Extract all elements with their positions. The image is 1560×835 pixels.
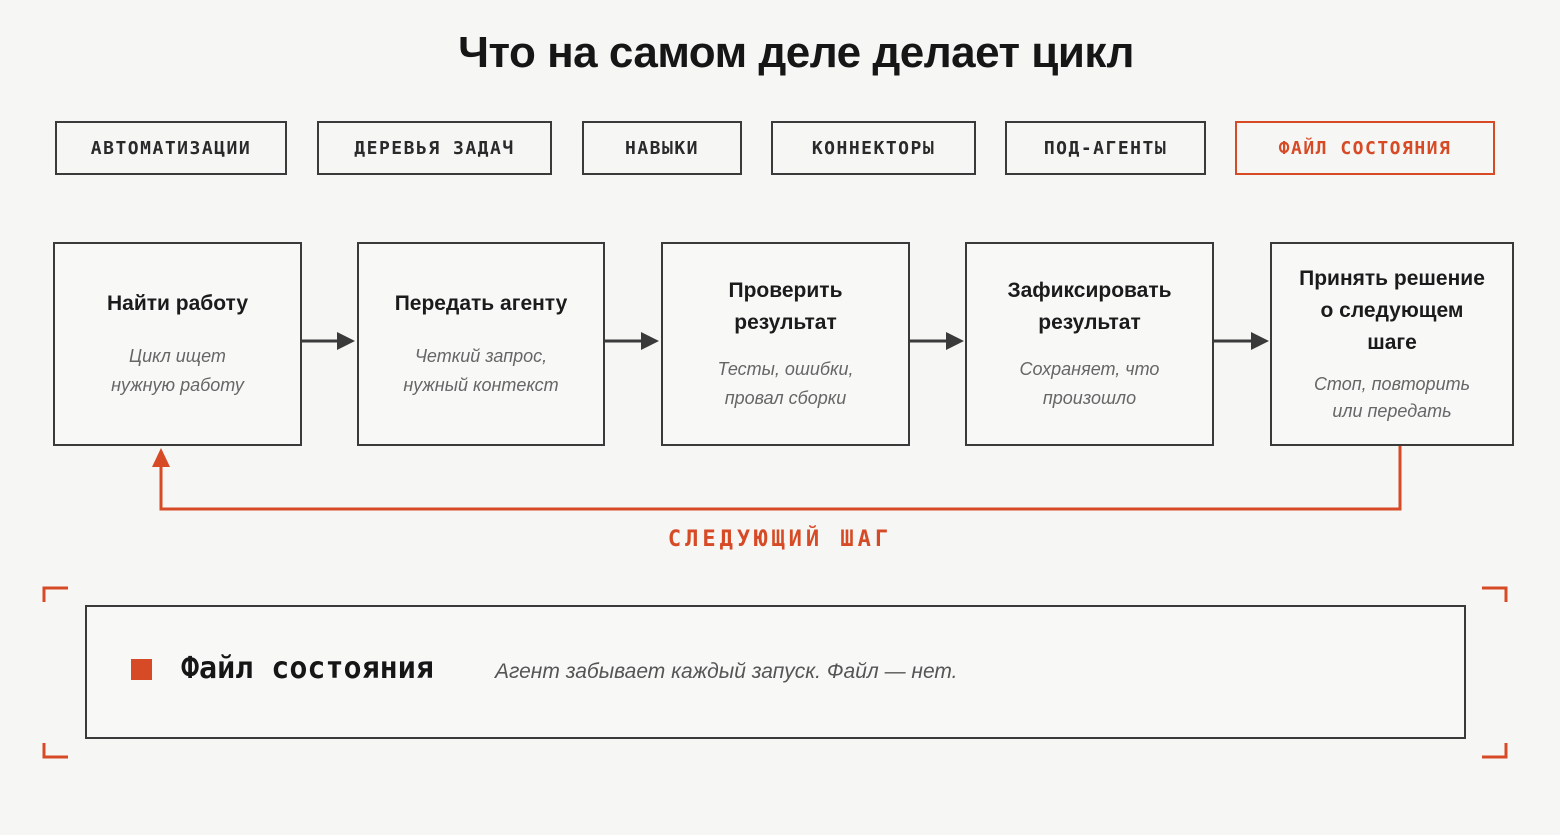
flow-arrow-1 <box>302 332 355 350</box>
step-decide-next: Принять решение о следующем шаге Стоп, п… <box>1270 242 1514 446</box>
tag-skills[interactable]: НАВЫКИ <box>582 121 742 175</box>
tag-task-trees[interactable]: ДЕРЕВЬЯ ЗАДАЧ <box>317 121 552 175</box>
step-description: Стоп, повторить или передать <box>1313 374 1471 421</box>
step-title: Найти работу <box>106 292 249 315</box>
state-file-panel: Файл состояния Агент забывает каждый зап… <box>85 605 1466 739</box>
state-square-icon <box>131 659 152 680</box>
loop-label: СЛЕДУЮЩИЙ ШАГ <box>667 527 893 552</box>
tag-connectors[interactable]: КОННЕКТОРЫ <box>771 121 976 175</box>
page-title: Что на самом деле делает цикл <box>458 28 1134 77</box>
step-check-result: Проверить результат Тесты, ошибки, прова… <box>661 242 910 446</box>
step-description: Сохраняет, что произошло <box>1019 359 1160 408</box>
step-description: Тесты, ошибки, провал сборки <box>717 359 854 408</box>
step-record-result: Зафиксировать результат Сохраняет, что п… <box>965 242 1214 446</box>
tag-automations[interactable]: АВТОМАТИЗАЦИИ <box>55 121 287 175</box>
loop-back-arrow <box>152 446 1402 511</box>
flow-arrow-2 <box>605 332 659 350</box>
state-file-name: Файл состояния <box>181 651 434 686</box>
step-description: Цикл ищет нужную работу <box>111 346 244 395</box>
state-file-description: Агент забывает каждый запуск. Файл — нет… <box>495 660 958 683</box>
step-title: Передать агенту <box>394 292 568 315</box>
step-find-work: Найти работу Цикл ищет нужную работу <box>53 242 302 446</box>
flow-arrow-3 <box>910 332 964 350</box>
step-title: Проверить результат <box>728 279 843 334</box>
step-description: Четкий запрос, нужный контекст <box>403 346 559 395</box>
step-title: Зафиксировать результат <box>1007 279 1172 334</box>
tag-state-file[interactable]: ФАЙЛ СОСТОЯНИЯ <box>1235 121 1495 175</box>
step-hand-to-agent: Передать агенту Четкий запрос, нужный ко… <box>357 242 605 446</box>
tag-subagents[interactable]: ПОД-АГЕНТЫ <box>1005 121 1206 175</box>
step-title: Принять решение о следующем шаге <box>1299 267 1485 354</box>
flow-arrow-4 <box>1214 332 1269 350</box>
